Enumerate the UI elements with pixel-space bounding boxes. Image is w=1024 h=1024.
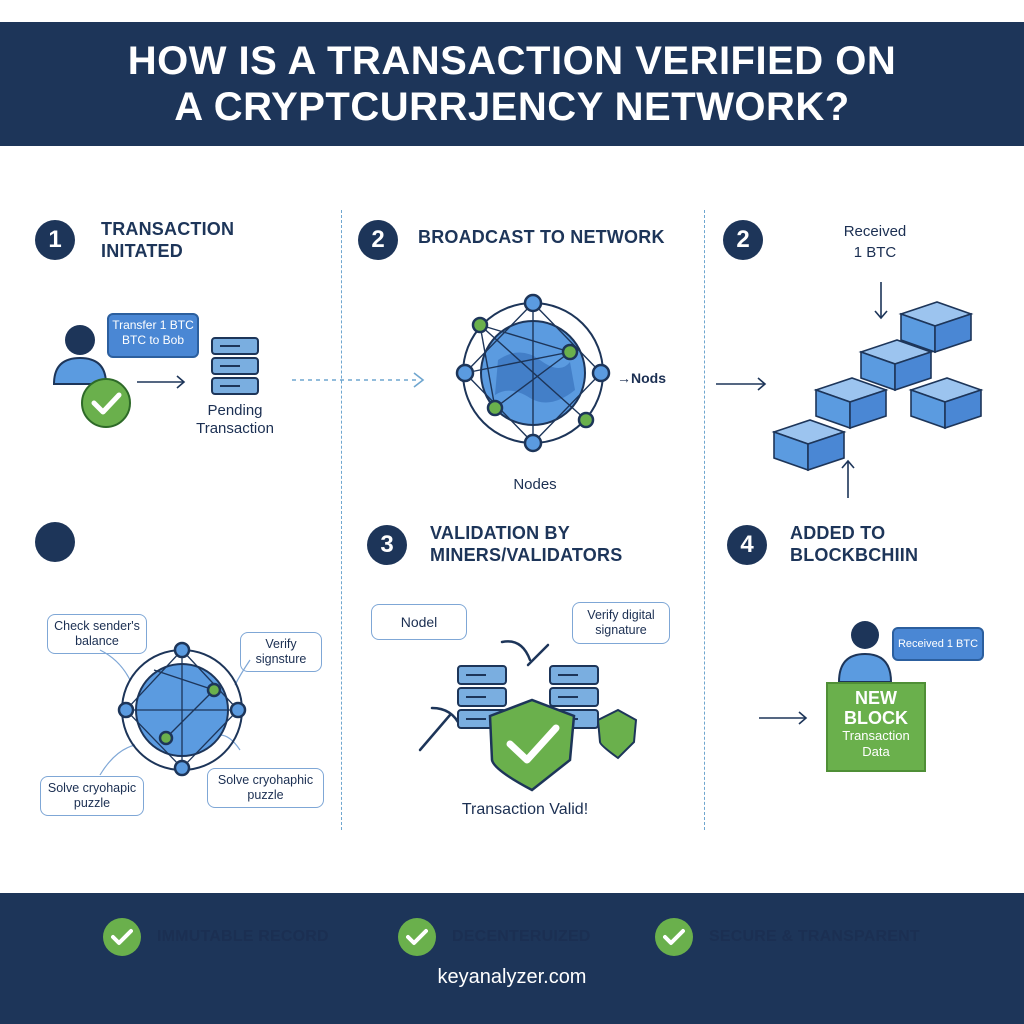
step-2-badge: 2: [358, 220, 398, 260]
check-balance-callout: Check sender's balance: [47, 614, 147, 654]
footer-item-secure: SECURE & TRANSPARENT: [655, 917, 920, 957]
new-block: NEW BLOCK Transaction Data: [826, 682, 926, 772]
network-globe-icon: [455, 293, 611, 453]
site-url: keyanalyzer.com: [437, 966, 587, 988]
footer-item-decentralized: DECENTERUIZED: [398, 917, 591, 957]
verify-digital-signature-callout: Verify digital signature: [572, 602, 670, 644]
step-blank-badge: [35, 522, 75, 562]
recipient-user-icon: [837, 621, 893, 683]
node-callout: Nodel: [371, 604, 467, 640]
step-3-badge: 3: [367, 525, 407, 565]
footer-banner: [0, 893, 1024, 1024]
arrow-right-icon-2: [759, 711, 808, 725]
check-icon: [103, 918, 141, 956]
nodes-label-right: →Nods: [617, 370, 666, 386]
step-4-badge: 4: [727, 525, 767, 565]
database-icon: [211, 337, 259, 395]
check-icon: [398, 918, 436, 956]
miners-servers-shield-icon: [418, 640, 638, 792]
received-label: Received 1 BTC: [843, 223, 907, 261]
step-1-title: TRANSACTION INITATED: [101, 219, 235, 261]
user-icon: [52, 325, 131, 428]
arrow-right-icon: [137, 375, 186, 389]
divider-left: [341, 210, 342, 830]
step-2-title: BROADCAST TO NETWORK: [418, 227, 665, 247]
solve-puzzle-callout-left: Solve cryohapic puzzle: [40, 776, 144, 816]
step-3-title: VALIDATION BY MINERS/VALIDATORS: [430, 523, 623, 565]
transfer-callout: Transfer 1 BTC BTC to Bob: [107, 313, 199, 358]
step-2b-badge: 2: [723, 220, 763, 260]
dashed-arrow-icon: [292, 372, 425, 388]
blockchain-blocks-icon: [716, 282, 984, 498]
footer-item-immutable: IMMUTABLE RECORD: [103, 917, 329, 957]
pending-transaction-label: Pending Transaction: [196, 402, 274, 437]
solve-puzzle-callout-right: Solve cryohaphic puzzle: [207, 768, 324, 808]
step-1-badge: 1: [35, 220, 75, 260]
check-icon: [655, 918, 693, 956]
page-title-line2: A CRYPTCURRJENCY NETWORK?: [174, 85, 850, 129]
divider-right: [704, 210, 705, 830]
step-4-title: ADDED TO BLOCKBCHIIN: [790, 523, 919, 565]
received-callout: Received 1 BTC: [892, 627, 984, 661]
verify-signature-callout: Verify signsture: [240, 632, 322, 672]
title-banner: HOW IS A TRANSACTION VERIFIED ON A CRYPT…: [0, 22, 1024, 146]
nodes-label-bottom: Nodes: [513, 476, 557, 493]
validation-globe-icon: [99, 641, 251, 777]
transaction-valid-label: Transaction Valid!: [461, 801, 589, 818]
page-title-line1: HOW IS A TRANSACTION VERIFIED ON: [127, 39, 897, 83]
